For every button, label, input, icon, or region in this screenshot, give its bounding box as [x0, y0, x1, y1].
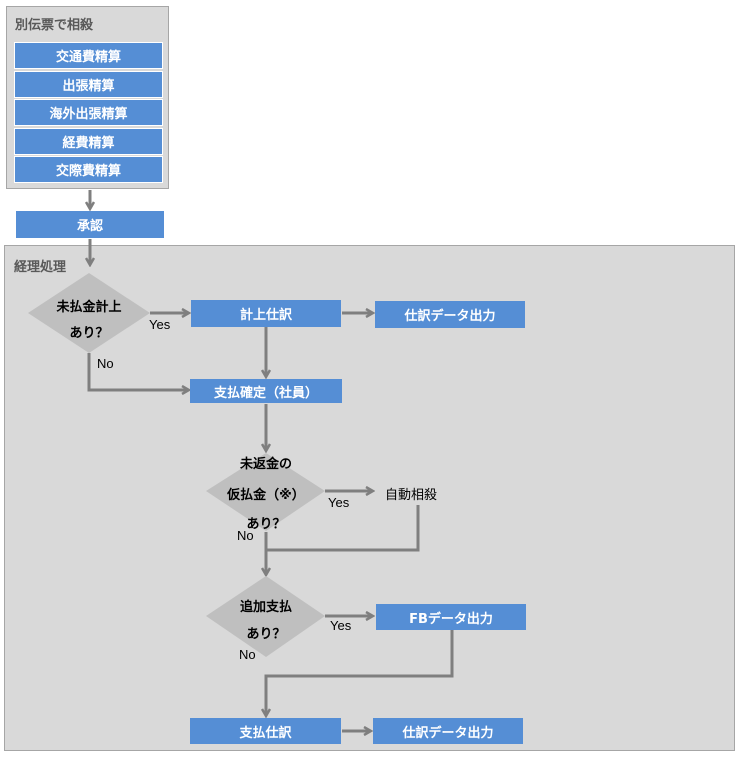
item-entertainment[interactable]: 交際費精算 [14, 156, 163, 183]
yes-label-additional: Yes [330, 618, 352, 633]
accounting-group [4, 245, 735, 751]
decision-advance-line2: 仮払金（※） [227, 488, 305, 503]
fb-output-box[interactable]: FBデータ出力 [376, 604, 526, 630]
decision-additional-line1: 追加支払 [239, 600, 292, 615]
decision-unpaid-diamond [28, 273, 150, 353]
offset-group-title: 別伝票で相殺 [15, 18, 94, 33]
decision-unpaid-line2: あり？ [69, 326, 109, 341]
arrow-fb-to-payment-entry [266, 630, 454, 716]
journal-output-box-1[interactable]: 仕訳データ出力 [375, 301, 525, 328]
yes-label-advance: Yes [328, 495, 350, 510]
decision-advance-line3: あり？ [246, 517, 286, 532]
decision-advance-diamond [206, 453, 325, 531]
item-expense[interactable]: 経費精算 [14, 128, 163, 155]
item-overseas-trip[interactable]: 海外出張精算 [14, 99, 163, 126]
decision-additional-line2: あり？ [246, 627, 286, 642]
decision-advance-line1: 未返金の [239, 457, 292, 472]
decision-additional-diamond [206, 576, 325, 657]
journal-output-box-2[interactable]: 仕訳データ出力 [373, 718, 523, 744]
line-auto-offset-merge [266, 505, 420, 552]
payment-entry-box[interactable]: 支払仕訳 [190, 718, 341, 744]
item-business-trip[interactable]: 出張精算 [14, 71, 163, 98]
accounting-group-title: 経理処理 [14, 260, 67, 275]
no-label-unpaid: No [97, 356, 114, 371]
yes-label-unpaid: Yes [149, 317, 171, 332]
item-transport-expense[interactable]: 交通費精算 [14, 42, 163, 69]
approval-box[interactable]: 承認 [16, 211, 164, 238]
arrow-no-to-payment-confirm [87, 353, 189, 390]
auto-offset-text: 自動相殺 [385, 488, 438, 503]
booking-entry-box[interactable]: 計上仕訳 [191, 300, 341, 327]
no-label-advance: No [237, 528, 254, 543]
no-label-additional: No [239, 647, 256, 662]
payment-confirm-box[interactable]: 支払確定（社員） [190, 379, 342, 403]
decision-unpaid-line1: 未払金計上 [56, 300, 122, 315]
